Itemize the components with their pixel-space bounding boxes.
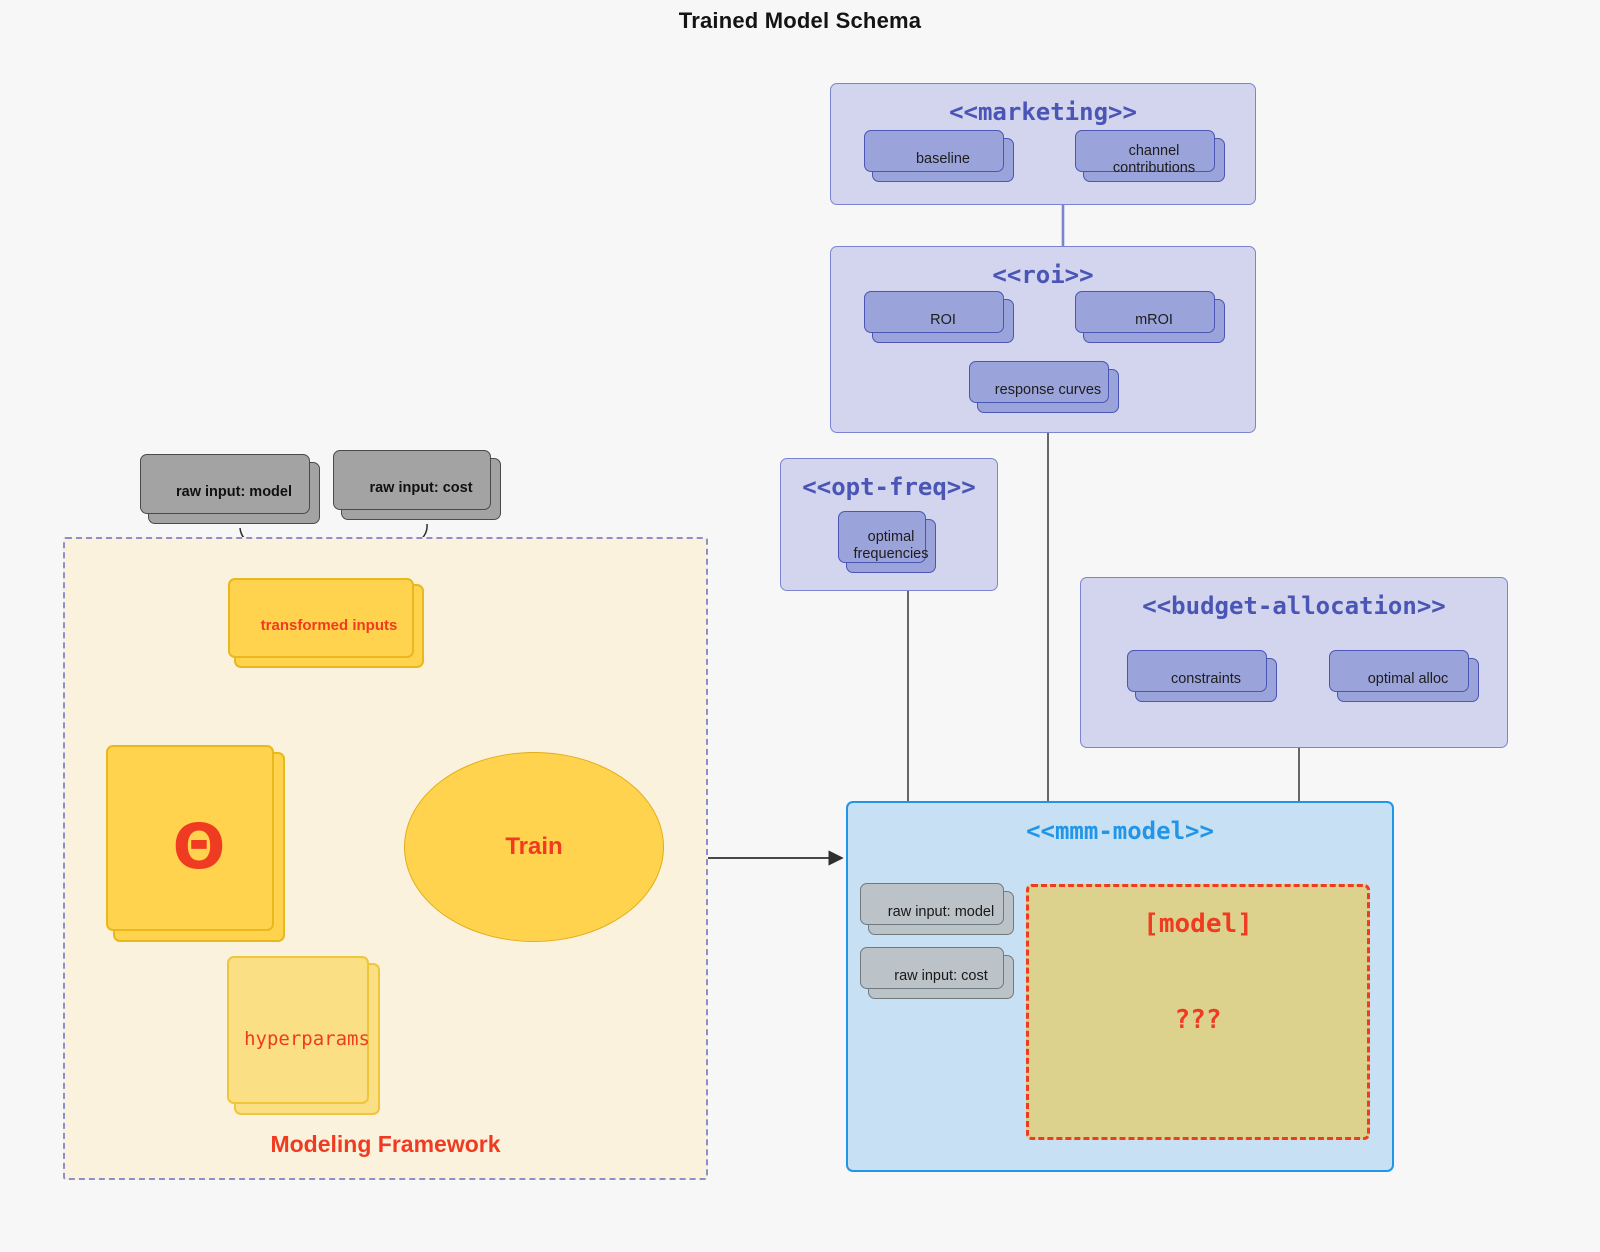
card-stack-shadow — [1075, 291, 1215, 333]
node-label: raw input: model — [887, 904, 995, 921]
node-raw-input-cost-inner[interactable]: raw input: cost — [860, 947, 1014, 999]
node-label: raw input: cost — [369, 480, 473, 497]
model-placeholder-subtitle: ??? — [1174, 1005, 1222, 1035]
node-mroi[interactable]: mROI — [1075, 291, 1225, 343]
node-train[interactable]: Train — [404, 752, 664, 942]
card-stack-shadow — [1127, 650, 1267, 692]
page-title: Trained Model Schema — [678, 8, 922, 33]
node-label: baseline — [915, 151, 970, 168]
node-raw-input-cost-outer[interactable]: raw input: cost — [333, 450, 501, 520]
node-optimal-alloc[interactable]: optimal alloc — [1329, 650, 1479, 702]
node-baseline[interactable]: baseline — [864, 130, 1014, 182]
theta-symbol: Θ — [172, 810, 226, 883]
cluster-title-opt-freq: <<opt-freq>> — [802, 473, 976, 501]
card-stack-shadow — [969, 361, 1109, 403]
node-roi[interactable]: ROI — [864, 291, 1014, 343]
node-label: constraints — [1170, 671, 1242, 688]
node-raw-input-model-inner[interactable]: raw input: model — [860, 883, 1014, 935]
node-channel-contributions[interactable]: channel contributions — [1075, 130, 1225, 182]
cluster-title-marketing: <<marketing>> — [949, 98, 1137, 126]
card-stack-shadow — [864, 291, 1004, 333]
modeling-framework-label: Modeling Framework — [270, 1131, 501, 1157]
card-stack-shadow — [864, 130, 1004, 172]
cluster-title-mmm-model: <<mmm-model>> — [1026, 817, 1214, 845]
model-placeholder-box[interactable]: [model] ??? — [1026, 884, 1370, 1140]
card-stack-shadow — [333, 450, 491, 510]
node-constraints[interactable]: constraints — [1127, 650, 1277, 702]
node-label: channel contributions — [1112, 142, 1196, 176]
node-label: transformed inputs — [260, 617, 398, 635]
node-label: raw input: model — [176, 484, 292, 501]
node-label: raw input: cost — [894, 968, 988, 985]
card-stack-shadow — [1075, 130, 1215, 172]
node-hyperparams[interactable]: hyperparams — [227, 956, 380, 1115]
card-stack-shadow — [1329, 650, 1469, 692]
node-label: Train — [505, 833, 563, 860]
cluster-title-budget-allocation: <<budget-allocation>> — [1142, 592, 1446, 620]
model-placeholder-title: [model] — [1143, 909, 1253, 939]
node-raw-input-model-outer[interactable]: raw input: model — [140, 454, 320, 524]
node-label: optimal alloc — [1367, 671, 1449, 688]
node-transformed-inputs[interactable]: transformed inputs — [228, 578, 424, 668]
cluster-title-roi: <<roi>> — [992, 261, 1094, 289]
node-label: ROI — [930, 312, 956, 329]
card-stack-shadow — [227, 956, 369, 1104]
card-stack-shadow — [860, 883, 1004, 925]
card-stack-shadow — [228, 578, 414, 658]
node-theta[interactable]: Θ — [106, 745, 285, 942]
node-label: response curves — [994, 382, 1102, 399]
node-optimal-frequencies[interactable]: optimal frequencies — [838, 511, 936, 573]
card-stack-shadow — [140, 454, 310, 514]
node-label: optimal frequencies — [853, 528, 929, 562]
node-label: mROI — [1135, 312, 1173, 329]
node-response-curves[interactable]: response curves — [969, 361, 1119, 413]
card-stack-shadow — [838, 511, 926, 563]
node-label: hyperparams — [244, 1027, 370, 1050]
card-stack-shadow — [106, 745, 274, 931]
card-stack-shadow — [860, 947, 1004, 989]
